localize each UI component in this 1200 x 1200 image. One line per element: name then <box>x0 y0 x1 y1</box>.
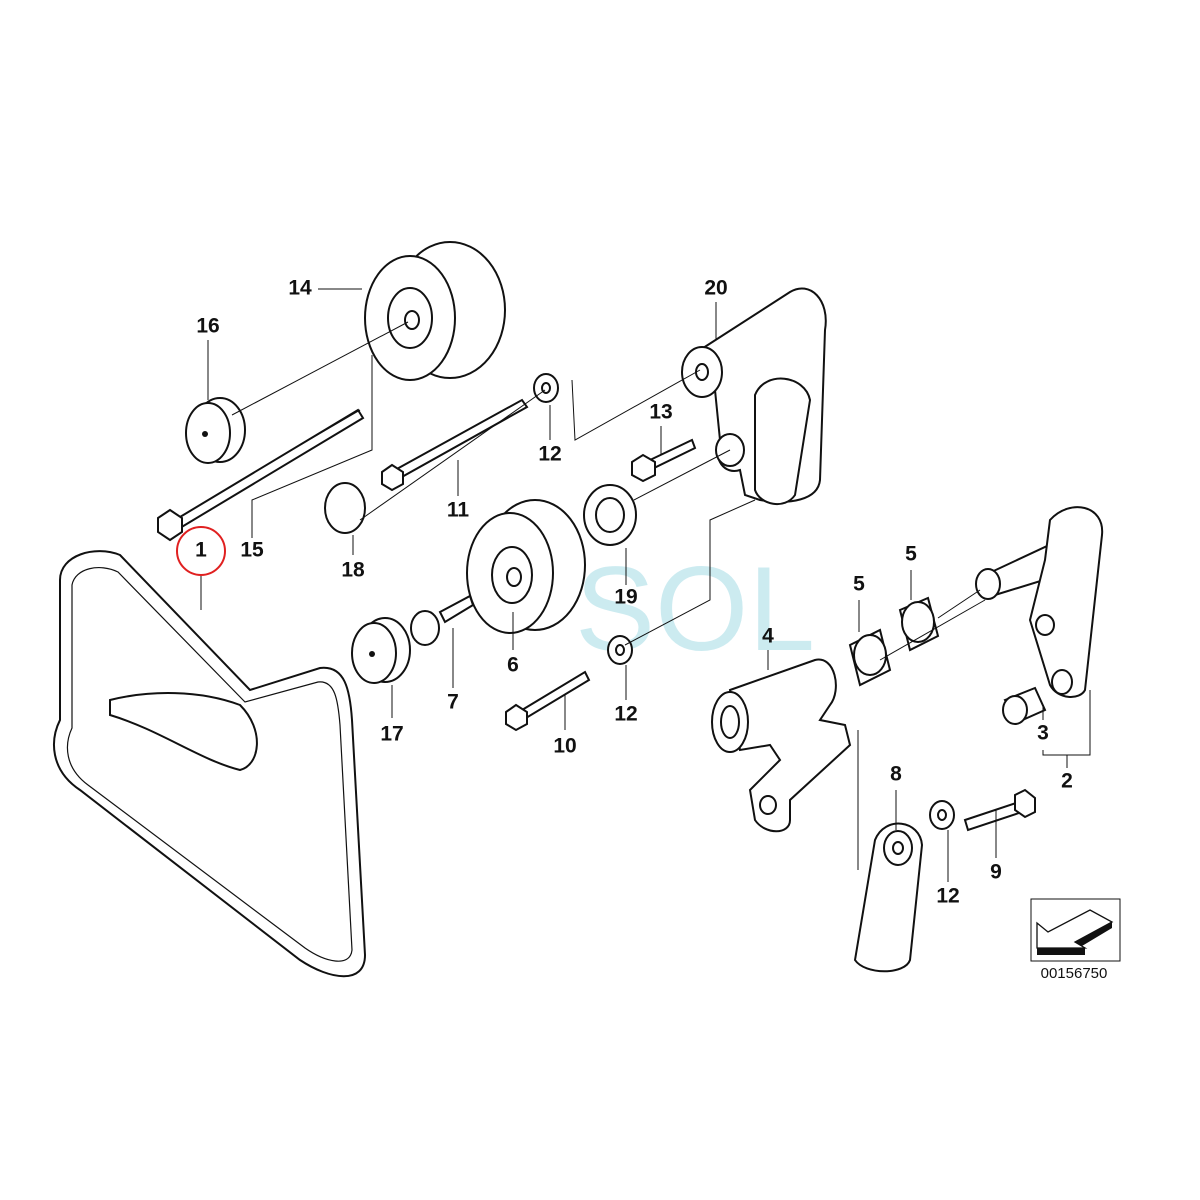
idler-pulley-14 <box>364 241 506 381</box>
callout-7: 7 <box>447 691 459 714</box>
callout-12: 12 <box>614 703 637 726</box>
bolt-11 <box>381 398 529 492</box>
callout-5: 5 <box>853 573 865 596</box>
bolt-9 <box>963 788 1036 832</box>
orientation-arrow-box: 00156750 <box>1030 898 1121 982</box>
highlight-circle <box>176 526 226 576</box>
leader-lines <box>200 288 1091 882</box>
bolt-15 <box>157 408 365 542</box>
callout-17: 17 <box>380 723 403 746</box>
callout-14: 14 <box>288 277 312 300</box>
callout-16: 16 <box>196 315 219 338</box>
cap-18 <box>324 482 366 534</box>
washer-12a <box>533 373 559 403</box>
callout-8: 8 <box>890 763 902 786</box>
idler-pulley-6 <box>466 499 586 634</box>
callout-13: 13 <box>649 401 672 424</box>
callout-11: 11 <box>447 499 470 522</box>
callout-10: 10 <box>553 735 576 758</box>
washer-12c <box>929 800 955 830</box>
washer-19 <box>583 484 637 546</box>
callout-12: 12 <box>936 885 959 908</box>
callout-1[interactable]: 1 <box>195 539 207 562</box>
callout-5: 5 <box>905 543 917 566</box>
bolt-13 <box>631 438 697 483</box>
callout-3: 3 <box>1037 722 1049 745</box>
cap-16 <box>185 397 246 464</box>
callout-9: 9 <box>990 861 1002 884</box>
callout-12: 12 <box>538 443 561 466</box>
tensioner-assembly-20 <box>681 287 827 505</box>
callout-15: 15 <box>240 539 264 562</box>
callout-2: 2 <box>1061 770 1073 793</box>
callout-6: 6 <box>507 654 519 677</box>
tensioner-arm-4 <box>711 658 852 833</box>
bushing-3 <box>1002 686 1047 725</box>
callout-4: 4 <box>762 625 774 648</box>
callout-20: 20 <box>704 277 727 300</box>
bolt-7 <box>410 594 475 646</box>
washer-12b <box>607 635 633 665</box>
bearing-5b <box>898 596 940 652</box>
callout-labels: 14 16 20 12 13 11 15 1 18 19 5 5 4 6 7 1… <box>176 277 1073 908</box>
bolt-10 <box>505 670 591 732</box>
drive-belt <box>53 550 367 978</box>
diagram-code: 00156750 <box>1041 965 1108 982</box>
cap-17 <box>351 617 411 684</box>
damper-8 <box>853 822 924 973</box>
bracket-2 <box>975 506 1104 698</box>
callout-19: 19 <box>614 586 637 609</box>
callout-18: 18 <box>341 559 365 582</box>
bearing-5a <box>848 628 892 687</box>
